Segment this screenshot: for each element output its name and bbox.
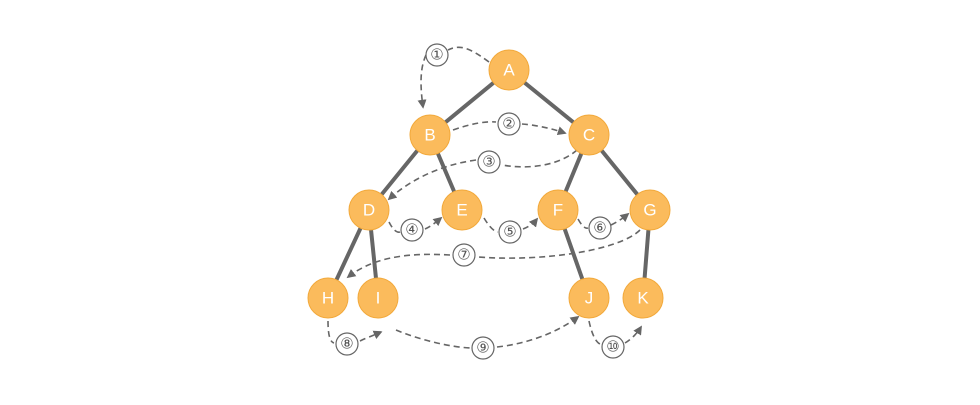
node-circle-c xyxy=(568,114,610,156)
traversal-arrow-9 xyxy=(395,317,578,349)
step-label-6: ⑥ xyxy=(593,220,606,237)
node-label-e: E xyxy=(456,201,467,220)
node-k: K xyxy=(622,277,664,319)
traversal-step-labels: ① ② ③ ④ ⑤ ⑥ ⑦ ⑧ ⑨ ⑩ xyxy=(335,43,625,360)
node-circle-d xyxy=(348,189,390,231)
traversal-arrow-10 xyxy=(588,321,641,345)
traversal-arrow-6 xyxy=(577,214,628,229)
step-marker-4: ④ xyxy=(400,218,424,242)
step-marker-5: ⑤ xyxy=(498,220,522,244)
node-label-c: C xyxy=(583,126,595,145)
node-b: B xyxy=(409,114,451,156)
step-marker-10: ⑩ xyxy=(601,335,625,359)
step-marker-8: ⑧ xyxy=(335,332,359,356)
node-label-i: I xyxy=(376,289,381,308)
node-circle-h xyxy=(307,277,349,319)
traversal-arrow-2 xyxy=(452,121,565,133)
node-e: E xyxy=(441,189,483,231)
node-label-j: J xyxy=(585,289,594,308)
node-f: F xyxy=(537,189,579,231)
node-circle-k xyxy=(622,277,664,319)
node-circle-f xyxy=(537,189,579,231)
step-marker-6: ⑥ xyxy=(588,216,612,240)
step-label-1: ① xyxy=(430,47,443,64)
step-marker-7: ⑦ xyxy=(452,243,476,267)
tree-nodes: A B C D E F G H I J K xyxy=(307,49,671,319)
traversal-arrow-4 xyxy=(388,218,441,233)
node-circle-i xyxy=(357,277,399,319)
step-label-9: ⑨ xyxy=(476,340,489,357)
step-label-5: ⑤ xyxy=(503,224,516,241)
node-circle-a xyxy=(488,49,530,91)
node-label-h: H xyxy=(322,289,334,308)
node-label-g: G xyxy=(643,201,656,220)
node-g: G xyxy=(629,189,671,231)
tree-edges xyxy=(326,68,652,300)
node-label-d: D xyxy=(363,201,375,220)
traversal-arrow-7 xyxy=(348,229,641,277)
step-circle-7 xyxy=(452,243,476,267)
node-circle-j xyxy=(568,277,610,319)
traversal-arrow-3 xyxy=(389,149,578,199)
node-i: I xyxy=(357,277,399,319)
step-circle-3 xyxy=(477,150,501,174)
node-c: C xyxy=(568,114,610,156)
node-j: J xyxy=(568,277,610,319)
step-marker-9: ⑨ xyxy=(471,336,495,360)
step-circle-9 xyxy=(471,336,495,360)
step-circle-2 xyxy=(497,112,521,136)
step-marker-2: ② xyxy=(497,112,521,136)
step-circle-10 xyxy=(601,335,625,359)
traversal-arrows xyxy=(327,46,641,349)
node-a: A xyxy=(488,49,530,91)
step-label-3: ③ xyxy=(482,154,495,171)
step-circle-1 xyxy=(425,43,449,67)
traversal-arrow-5 xyxy=(483,218,537,233)
step-marker-3: ③ xyxy=(477,150,501,174)
node-label-a: A xyxy=(503,61,515,80)
step-marker-1: ① xyxy=(425,43,449,67)
step-label-7: ⑦ xyxy=(457,247,470,264)
node-label-f: F xyxy=(553,201,563,220)
step-label-10: ⑩ xyxy=(606,339,619,356)
node-circle-g xyxy=(629,189,671,231)
step-label-8: ⑧ xyxy=(340,336,353,353)
step-label-2: ② xyxy=(502,116,515,133)
node-h: H xyxy=(307,277,349,319)
step-label-4: ④ xyxy=(405,222,418,239)
step-circle-4 xyxy=(400,218,424,242)
node-label-k: K xyxy=(637,289,649,308)
node-circle-b xyxy=(409,114,451,156)
traversal-arrow-8 xyxy=(327,320,381,344)
node-label-b: B xyxy=(424,126,435,145)
step-circle-6 xyxy=(588,216,612,240)
traversal-arrow-1 xyxy=(421,46,490,107)
step-circle-5 xyxy=(498,220,522,244)
step-circle-8 xyxy=(335,332,359,356)
node-d: D xyxy=(348,189,390,231)
node-circle-e xyxy=(441,189,483,231)
